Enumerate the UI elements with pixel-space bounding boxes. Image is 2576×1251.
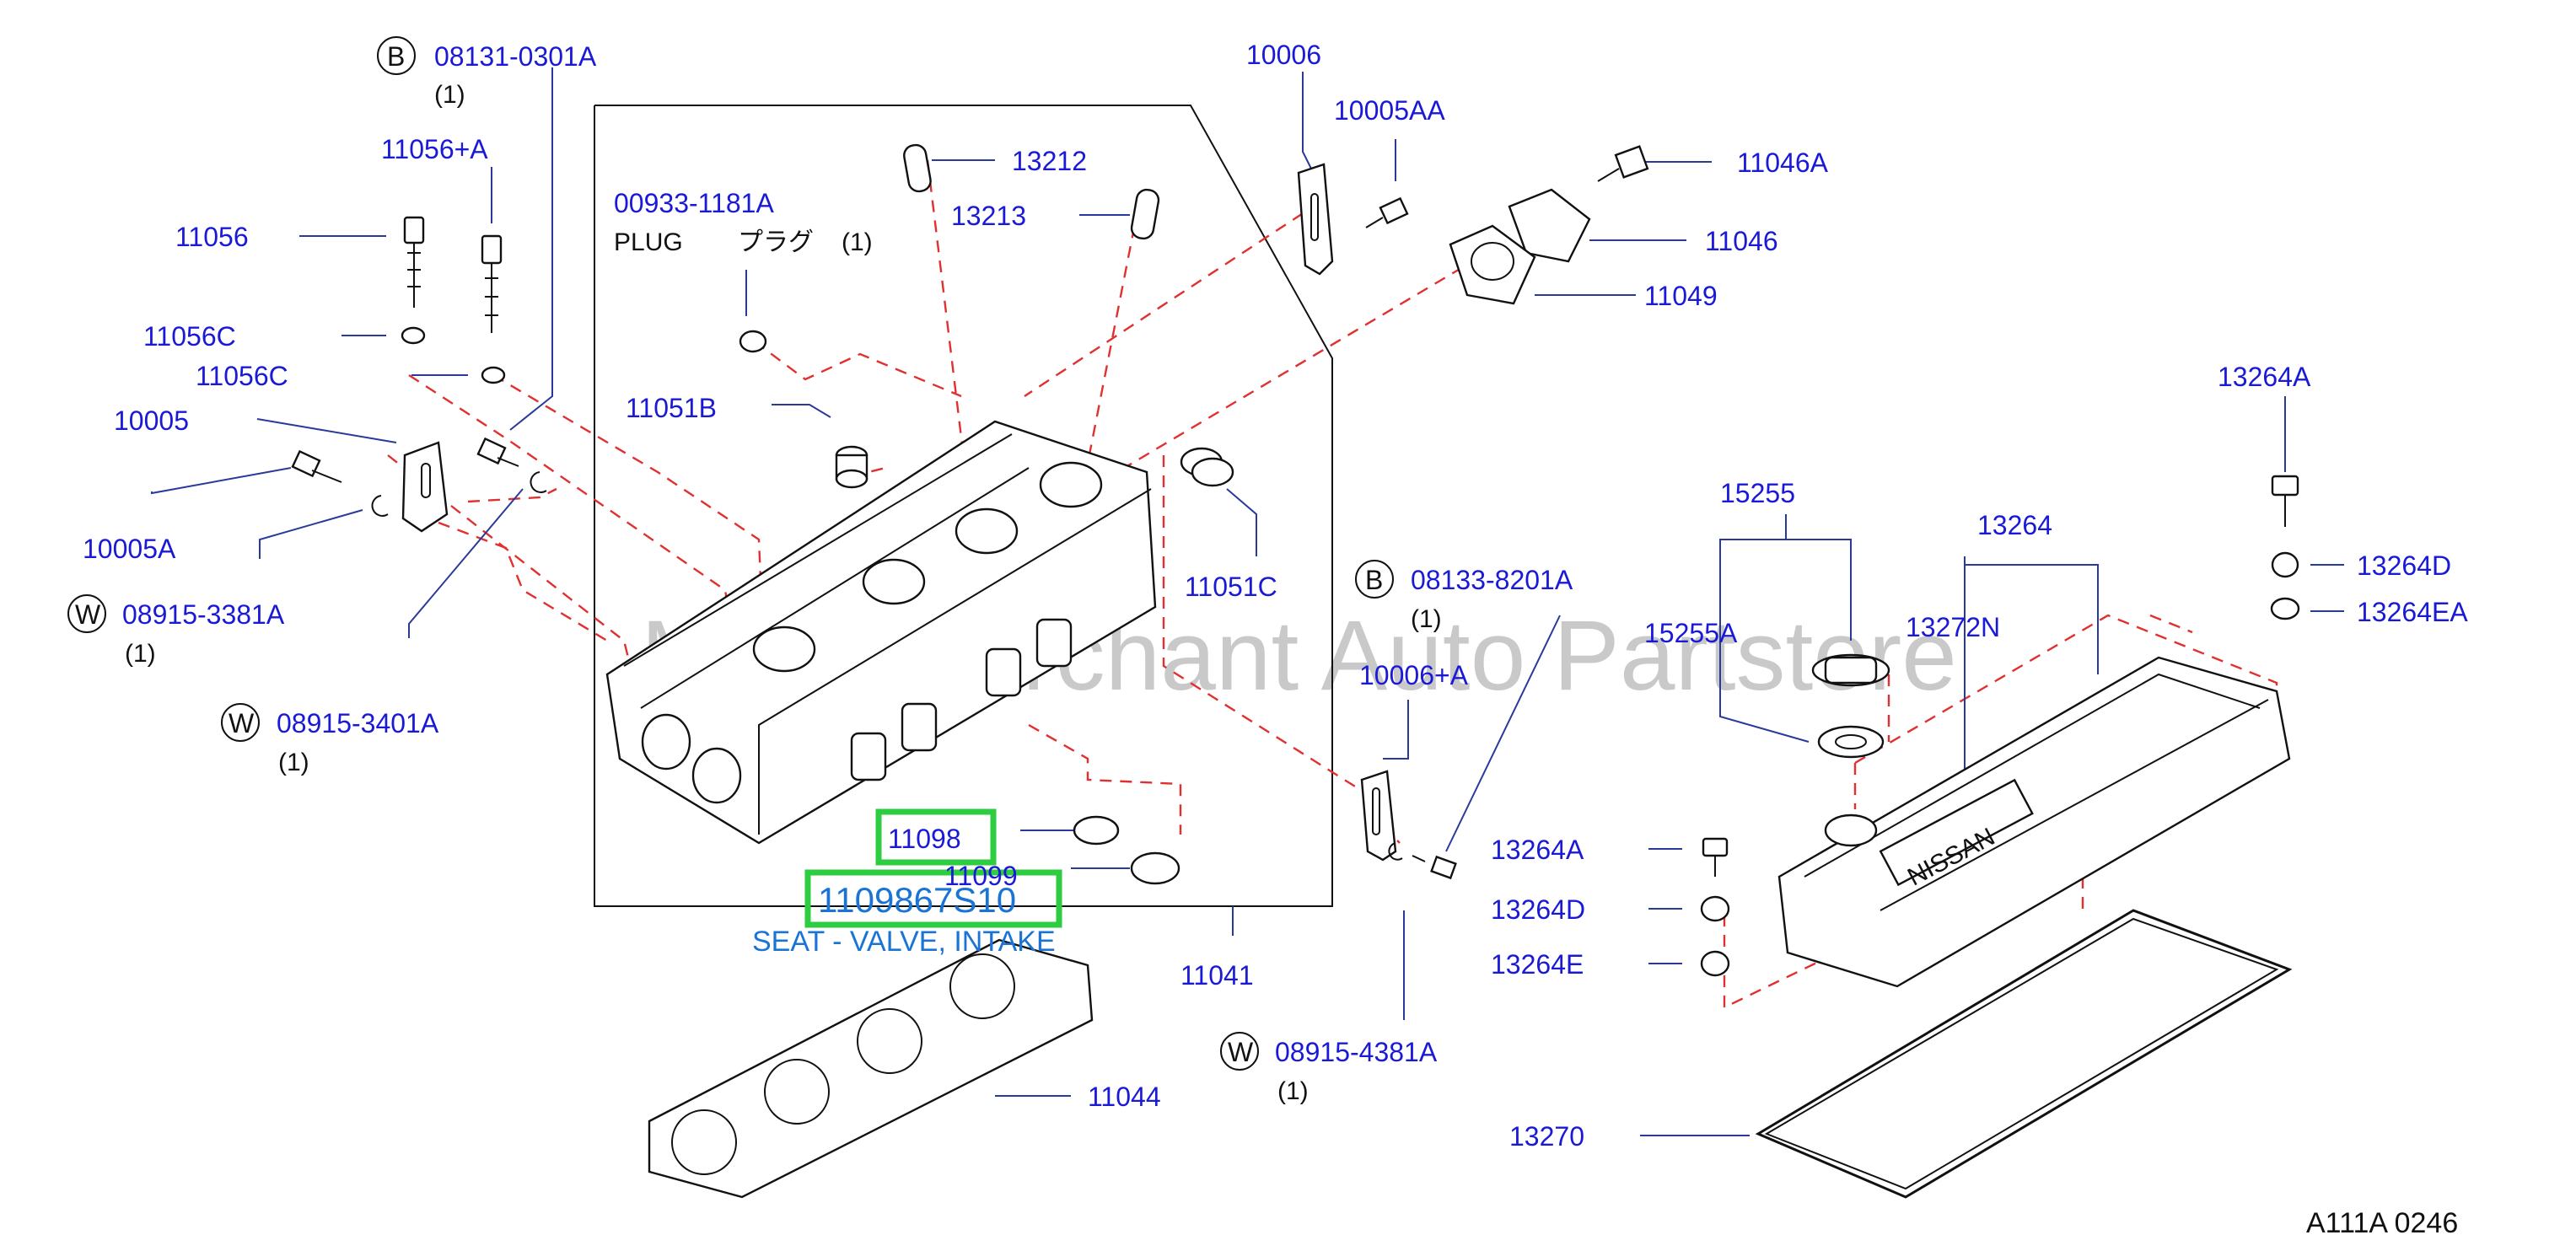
leader-lines: [151, 67, 2344, 1136]
label-11051b[interactable]: 11051B: [626, 393, 717, 423]
washer-11056c-2[interactable]: [481, 366, 506, 384]
label-13270[interactable]: 13270: [1509, 1121, 1584, 1152]
label-08915-4381a[interactable]: 08915-4381A: [1275, 1037, 1438, 1067]
label-10005[interactable]: 10005: [114, 405, 189, 436]
washer-w-08915-3401[interactable]: [530, 471, 547, 493]
label-11098[interactable]: 11098: [888, 824, 961, 854]
qty-08131-0301a: (1): [434, 81, 465, 109]
qty-plug: (1): [842, 228, 873, 256]
valve-seat-11098[interactable]: [1073, 815, 1120, 846]
oil-cap-15255[interactable]: [1811, 653, 1890, 687]
sleeve-13213[interactable]: [1130, 188, 1160, 240]
qty-08915-4381a: (1): [1277, 1077, 1309, 1105]
label-11099[interactable]: 11099: [944, 861, 1018, 891]
label-13264e[interactable]: 13264E: [1491, 949, 1584, 980]
bolt-10005aa[interactable]: [1365, 196, 1409, 228]
label-11056[interactable]: 11056: [175, 222, 249, 252]
head-gasket-11044[interactable]: [648, 938, 1094, 1199]
plug-label: PLUG: [614, 228, 683, 256]
circle-b-08131: B: [377, 36, 416, 75]
label-13212[interactable]: 13212: [1012, 146, 1087, 176]
washer-w-08915-3381[interactable]: [371, 495, 389, 517]
label-1109867s10[interactable]: 1109867S10: [818, 880, 1016, 920]
label-10006[interactable]: 10006: [1246, 40, 1321, 70]
highlight-box-1109867s10: [804, 869, 1062, 928]
cap-gasket-15255a[interactable]: [1817, 725, 1885, 759]
plug-label-japanese: プラグ: [738, 228, 814, 256]
highlight-box-11098: [875, 808, 997, 866]
label-11046a[interactable]: 11046A: [1737, 148, 1829, 178]
label-08915-3401a[interactable]: 08915-3401A: [277, 708, 439, 738]
svg-text:B: B: [387, 41, 405, 72]
label-13264d-top[interactable]: 13264D: [2357, 550, 2451, 581]
circle-b-08133: B: [1355, 560, 1394, 599]
svg-text:W: W: [229, 708, 255, 738]
bolt-b-08131[interactable]: [476, 437, 519, 467]
label-15255a[interactable]: 15255A: [1644, 618, 1738, 648]
washer-11056c-1[interactable]: [401, 326, 426, 345]
label-13264[interactable]: 13264: [1977, 510, 2052, 540]
valve-cover-gasket-13270[interactable]: [1755, 909, 2293, 1199]
label-11056c-2[interactable]: 11056C: [196, 361, 288, 391]
plug-11051b[interactable]: [835, 445, 869, 489]
bracket-10005[interactable]: [401, 441, 449, 533]
label-10005a[interactable]: 10005A: [83, 534, 176, 564]
label-08915-3381a[interactable]: 08915-3381A: [122, 599, 285, 630]
plug-00933-1181a[interactable]: [739, 330, 767, 353]
diagram-code: A111A 0246: [2306, 1207, 2458, 1239]
label-11046[interactable]: 11046: [1705, 226, 1778, 256]
label-08133-8201a[interactable]: 08133-8201A: [1411, 565, 1573, 595]
svg-text:W: W: [1228, 1037, 1254, 1067]
label-13264a[interactable]: 13264A: [1491, 835, 1584, 865]
bolt-13264a[interactable]: [1702, 837, 1729, 877]
qty-08915-3381a: (1): [125, 640, 156, 668]
valve-cover-13264[interactable]: NISSAN: [1777, 656, 2291, 988]
bolt-13264a-top[interactable]: [2271, 475, 2299, 527]
label-11049[interactable]: 11049: [1644, 281, 1718, 311]
cylinder-head-11041[interactable]: [605, 420, 1157, 845]
stud-11056[interactable]: [403, 216, 425, 308]
label-11051c[interactable]: 11051C: [1185, 572, 1277, 602]
bolt-b-08133[interactable]: [1412, 855, 1457, 880]
bracket-10006[interactable]: [1297, 163, 1334, 276]
washer-13264e[interactable]: [1700, 950, 1730, 977]
cover-11046[interactable]: [1508, 188, 1591, 263]
label-13264a-top[interactable]: 13264A: [2218, 362, 2311, 392]
gasket-11049[interactable]: [1449, 224, 1536, 305]
washer-13264ea[interactable]: [2270, 597, 2300, 620]
label-13264ea[interactable]: 13264EA: [2357, 597, 2468, 627]
svg-text:B: B: [1365, 565, 1383, 595]
head-enclosure-frame: [594, 105, 1333, 907]
bolt-11046a[interactable]: [1597, 145, 1649, 182]
valve-seat-11099[interactable]: [1130, 851, 1180, 885]
label-08131-0301a[interactable]: 08131-0301A: [434, 41, 597, 72]
svg-text:W: W: [75, 599, 101, 630]
label-13213[interactable]: 13213: [951, 201, 1026, 231]
qty-08915-3401a: (1): [278, 749, 309, 776]
label-11044[interactable]: 11044: [1088, 1082, 1161, 1112]
circle-w-08915-3401: W: [221, 703, 260, 742]
plug-11051c[interactable]: [1180, 447, 1234, 487]
label-11041[interactable]: 11041: [1180, 960, 1254, 991]
label-13264d[interactable]: 13264D: [1491, 894, 1585, 925]
washer-w-08915-4381[interactable]: [1388, 842, 1403, 861]
circle-w-08915-4381: W: [1220, 1032, 1259, 1071]
bolt-10005a[interactable]: [291, 449, 342, 483]
sleeve-13212[interactable]: [902, 143, 932, 193]
seal-13264d[interactable]: [1700, 895, 1730, 922]
label-10005aa[interactable]: 10005AA: [1334, 95, 1445, 126]
label-00933-1181a[interactable]: 00933-1181A: [614, 188, 774, 218]
label-11056-a[interactable]: 11056+A: [381, 134, 488, 164]
qty-08133-8201a: (1): [1411, 605, 1442, 633]
circle-w-08915-3381: W: [67, 594, 106, 633]
seal-13264d-top[interactable]: [2271, 551, 2299, 578]
label-10006-a[interactable]: 10006+A: [1359, 660, 1469, 690]
stud-11056-a[interactable]: [481, 234, 503, 333]
label-11056c-1[interactable]: 11056C: [143, 321, 236, 352]
label-15255[interactable]: 15255: [1720, 478, 1795, 508]
seat-valve-intake-description: SEAT - VALVE, INTAKE: [752, 926, 1056, 958]
label-13272n[interactable]: 13272N: [1906, 612, 2000, 642]
